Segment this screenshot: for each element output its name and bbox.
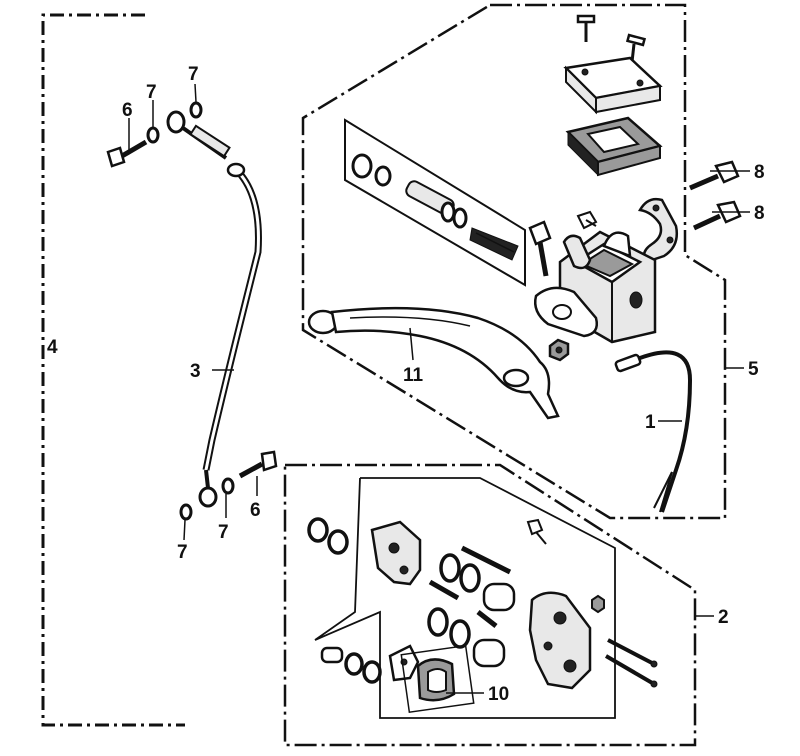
callout-8-lower: 8 <box>754 203 765 224</box>
bleeder-valve <box>526 518 547 545</box>
brake-hose <box>166 110 262 508</box>
reservoir-diaphragm <box>565 116 663 177</box>
piston-upper <box>482 582 516 612</box>
bleed-screw <box>576 210 598 230</box>
piston-seals-upper <box>439 553 481 593</box>
washer-upper-top <box>189 101 203 119</box>
callout-6-lower: 6 <box>250 500 261 521</box>
caliper-body <box>528 591 592 690</box>
reservoir-screw-left <box>576 14 596 42</box>
callout-7-upper-left: 7 <box>146 82 157 103</box>
callout-11: 11 <box>403 365 424 386</box>
piston-seals-lower <box>427 607 471 649</box>
pivot-nut <box>548 338 570 362</box>
brake-pads-box <box>400 644 475 714</box>
callout-4: 4 <box>47 337 58 358</box>
caliper-pins <box>428 545 512 628</box>
brake-lever <box>307 306 560 420</box>
bolt-8-upper <box>689 160 740 191</box>
master-cylinder-body <box>534 230 657 344</box>
callout-3: 3 <box>190 361 201 382</box>
banjo-bolt-upper <box>106 139 148 168</box>
callout-6-upper: 6 <box>122 100 133 121</box>
brake-light-switch <box>614 350 693 513</box>
washer-upper-left <box>146 126 160 144</box>
group-2-outline <box>283 463 697 747</box>
group-4-outline <box>41 13 185 727</box>
caliper-mounting-bolts <box>604 638 658 688</box>
callout-1: 1 <box>645 412 656 433</box>
caliper-seal-rings-top <box>307 517 349 555</box>
handlebar-clamp <box>638 197 678 264</box>
pivot-bolt <box>528 220 552 277</box>
caliper-bracket <box>370 520 422 586</box>
brake-pads <box>416 658 456 702</box>
piston-kit-parts <box>351 153 519 261</box>
caliper-nut <box>591 594 605 614</box>
caliper-inner-outline <box>314 477 616 719</box>
callout-7-lower-left: 7 <box>177 542 188 563</box>
callout-8-upper: 8 <box>754 162 765 183</box>
washer-lower-left <box>179 503 193 521</box>
callout-2: 2 <box>718 607 729 628</box>
callout-10: 10 <box>488 684 509 705</box>
washer-lower-right <box>221 477 235 495</box>
piston-lower <box>472 638 506 668</box>
callout-5: 5 <box>748 359 759 380</box>
group-5-outline <box>301 3 727 520</box>
bolt-8-lower <box>692 200 742 231</box>
reservoir-cap <box>563 56 663 115</box>
banjo-bolt-lower <box>238 450 278 479</box>
piston-kit-panel <box>344 118 526 287</box>
slide-pin-boot <box>320 646 382 684</box>
callout-7-upper-right: 7 <box>188 64 199 85</box>
callout-7-lower-right: 7 <box>218 522 229 543</box>
leader-lines <box>128 83 750 694</box>
